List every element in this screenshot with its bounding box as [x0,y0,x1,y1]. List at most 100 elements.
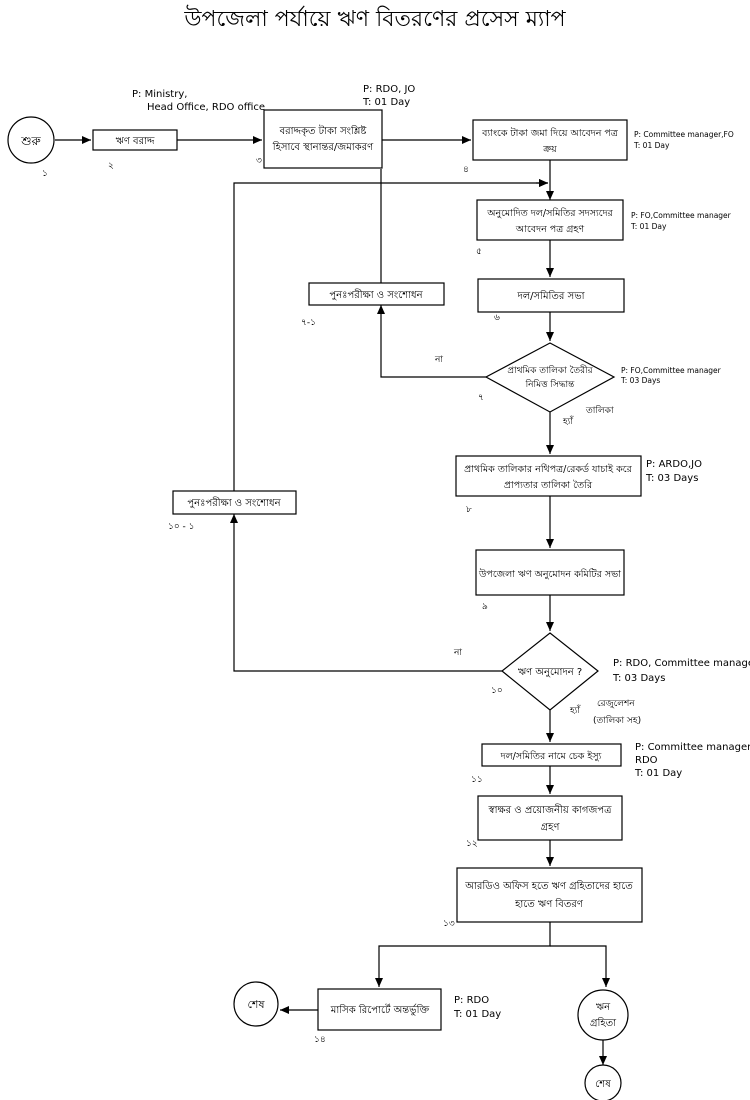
start-label: শুরু [20,134,41,148]
annotation-11-line-1: P: Committee manager, [635,742,750,753]
buy-form-label-1: ব্যাংকে টাকা জমা দিয়ে আবেদন পত্র [481,126,619,139]
responsibility-annotations: P: Ministry, Head Office, RDO office P: … [132,84,750,1020]
step-number-1: ১ [42,169,48,179]
transfer-label-1: বরাদ্দকৃত টাকা সংশ্লিষ্ট [279,124,368,137]
step-number-5: ৫ [476,247,482,257]
recheck-2-box [172,490,297,515]
step-number-7: ৭ [478,393,484,403]
cheque-issue-label: দল/সমিতির নামে চেক ইস্যু [500,750,603,762]
annotation-14-line-2: T: 01 Day [453,1009,501,1020]
recheck-2-label: পুনঃপরীক্ষা ও সংশোধন [187,496,281,509]
annotation-4-line-1: P: Committee manager,FO [634,130,734,139]
step-number-7-1: ৭-১ [301,318,316,328]
annotation-5-line-1: P: FO,Committee manager [631,211,732,220]
step-number-3: ৩ [256,156,262,166]
step-number-13: ১৩ [443,919,455,929]
disburse-box [456,867,643,923]
annotation-3-line-1: P: RDO, JO [363,84,415,95]
step-number-12: ১২ [466,839,478,849]
start-node [7,116,55,164]
connector-approval-no [230,514,502,672]
disburse-label-2: হাতে ঋণ বিতরণ [514,898,584,910]
branch-resolution-2: (তালিকা সহ) [593,715,641,726]
connector-disburse-report [375,922,551,987]
branch-list-1: তালিকা [585,405,614,416]
prelim-decision-diamond [484,342,616,413]
end-1-label: শেষ [247,998,265,1011]
end-2-label: শেষ [595,1079,611,1090]
branch-no-2: না [453,648,462,658]
receive-form-box [476,199,624,241]
verify-list-label-1: প্রাথমিক তালিকার নথিপত্র/রেকর্ড যাচাই কর… [464,463,632,475]
step-numbers: ১ ২ ৩ ৪ ৫ ৬ ৭-১ ৭ ৮ ১০ - ১ ৯ ১০ ১১ ১২ ১৩… [42,156,503,1045]
annotation-8-line-1: P: ARDO,JO [646,459,702,470]
branch-yes-2: হ্যাঁ [569,704,581,716]
allocation-box [92,129,178,151]
end-node-1 [233,981,279,1027]
connectors [55,136,610,1065]
upazila-meeting-box [475,549,625,596]
annotation-5-line-2: T: 01 Day [630,222,667,231]
annotation-11-line-2: RDO [635,755,658,766]
connector-disburse-borrower [550,945,610,987]
receive-form-label-1: অনুমোদিত দল/সমিতির সদস্যদের [486,207,613,219]
disburse-label-1: আরডিও অফিস হতে ঋণ গ্রহিতাদের হাতে [464,880,633,892]
upazila-meeting-label: উপজেলা ঋণ অনুমোদন কমিটির সভা [478,567,622,580]
annotation-14-line-1: P: RDO [454,995,489,1006]
monthly-report-box [317,988,442,1031]
annotation-7-line-1: P: FO,Committee manager [621,366,722,375]
connector-decision-no [377,305,486,378]
buy-form-box [472,119,628,161]
branch-labels: না হ্যাঁ তালিকা না হ্যাঁ রেজুলেশন (তালিক… [434,355,641,726]
step-number-14: ১৪ [314,1035,326,1045]
borrower-label-1: ঋন [596,1002,611,1013]
page-title: উপজেলা পর্যায়ে ঋণ বিতরণের প্রসেস ম্যাপ [184,7,566,32]
transfer-box [263,109,383,169]
step-number-4: ৪ [463,165,469,175]
step-number-2: ২ [108,161,114,171]
loan-approval-diamond [501,632,599,711]
sign-docs-label-1: স্বাক্ষর ও প্রয়োজনীয় কাগজপত্র [488,803,613,816]
prelim-decision-label-1: প্রাথমিক তালিকা তৈরীর [507,364,593,376]
meeting-box [477,278,625,313]
verify-list-box [455,455,642,497]
meeting-label: দল/সমিতির সভা [516,290,585,302]
annotation-8-line-2: T: 03 Days [645,473,698,484]
end-node-2 [584,1064,622,1100]
annotation-2-line-1: P: Ministry, [132,89,187,100]
loan-approval-label: ঋণ অনুমোদন ? [518,667,582,678]
step-number-9: ৯ [482,602,488,612]
annotation-11-line-3: T: 01 Day [634,768,682,779]
annotation-4-line-2: T: 01 Day [633,141,670,150]
step-number-11: ১১ [471,775,483,785]
branch-yes-1: হ্যাঁ [562,415,574,427]
prelim-decision-label-2: নিমিত্ত সিদ্ধান্ত [525,379,576,390]
allocation-label: ঋণ বরাদ্দ [116,136,155,147]
buy-form-label-2: ক্রয় [542,144,558,155]
receive-form-label-2: আবেদন পত্র গ্রহণ [515,224,585,235]
branch-no-1: না [434,355,443,365]
annotation-10-line-1: P: RDO, Committee manager, [613,658,750,669]
annotation-3-line-2: T: 01 Day [362,97,410,108]
step-number-6: ৬ [494,313,500,323]
step-number-10: ১০ [491,686,503,696]
step-number-8: ৮ [466,505,472,515]
transfer-label-2: হিসাবে স্থানান্তর/জমাকরণ [272,141,374,153]
borrower-label-2: গ্রহিতা [590,1017,617,1029]
node-labels: শুরু ঋণ বরাদ্দ বরাদ্দকৃত টাকা সংশ্লিষ্ট … [20,124,633,1090]
step-number-10-1: ১০ - ১ [168,522,195,532]
recheck-1-box [308,282,445,306]
cheque-issue-box [481,743,622,767]
verify-list-label-2: প্রাপ্যতার তালিকা তৈরি [504,479,593,491]
connector-recheck2-loop [233,179,548,491]
sign-docs-box [477,795,623,841]
sign-docs-label-2: গ্রহণ [541,822,561,833]
borrower-node [577,989,629,1041]
annotation-7-line-2: T: 03 Days [620,376,660,385]
shapes [7,109,643,1100]
branch-resolution-1: রেজুলেশন [597,699,635,709]
annotation-10-line-2: T: 03 Days [612,673,665,684]
monthly-report-label: মাসিক রিপোর্টে অন্তর্ভুক্তি [330,1003,430,1016]
annotation-2-line-2: Head Office, RDO office [147,102,265,113]
